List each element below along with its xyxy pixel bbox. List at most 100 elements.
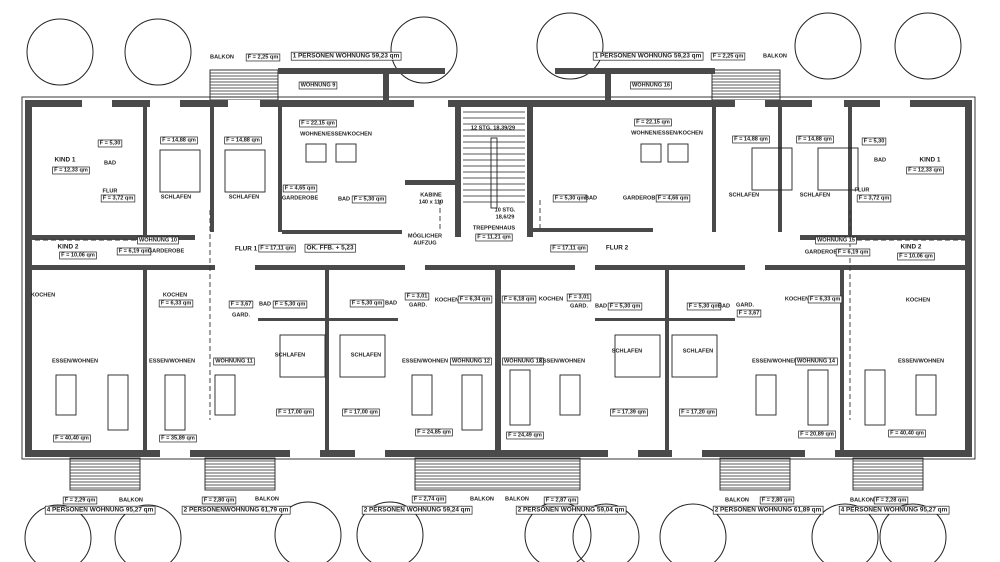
room-label: BAD <box>385 300 397 306</box>
room-label: BAD <box>585 195 597 201</box>
room-label: SCHLAFEN <box>800 192 830 198</box>
area-label: F = 17,11 qm <box>552 245 585 251</box>
furniture-item <box>411 374 433 416</box>
area-label: F = 35,89 qm <box>161 435 195 441</box>
unit-title: 2 PERSONEN WOHNUNG 61,89 qm <box>715 507 822 514</box>
label-box <box>351 195 387 204</box>
label-box <box>349 299 385 308</box>
area-label: F = 5,30 <box>100 140 121 146</box>
area-label: F = 24,85 qm <box>417 429 451 435</box>
label-box <box>550 244 588 253</box>
room-label: GARD. <box>736 302 754 308</box>
label-box <box>213 357 255 366</box>
room-label: GARD. <box>570 303 588 309</box>
label-box <box>861 137 887 146</box>
label-box <box>796 135 834 144</box>
area-label: F = 6,19 qm <box>119 248 150 254</box>
label-box <box>159 434 197 443</box>
area-label: F = 2,28 qm <box>876 497 907 503</box>
area-label: F = 22,15 qm <box>636 119 670 125</box>
label-box <box>276 408 314 417</box>
label-box <box>245 53 281 62</box>
room-label: SCHLAFEN <box>161 194 191 200</box>
room-label: ESSEN/WOHNEN <box>149 358 195 364</box>
label-box <box>897 252 935 261</box>
label-box <box>679 408 717 417</box>
area-label: F = 2,25 qm <box>713 53 744 59</box>
room-label: FLUR 1 <box>235 246 258 253</box>
unit-title: 2 PERSONEN WOHNUNG 59,04 qm <box>518 507 625 514</box>
label-box <box>873 496 909 505</box>
label-box <box>475 233 513 242</box>
label-box <box>450 357 492 366</box>
room-label: BAD <box>874 157 886 163</box>
unit-label: WOHNUNG 9 <box>301 82 336 88</box>
area-label: F = 2,74 qm <box>414 496 445 502</box>
label-box <box>710 52 746 61</box>
area-label: F = 2,29 qm <box>65 497 96 503</box>
label-box <box>201 496 237 505</box>
level-label: OK. FFB. + 5,23 <box>306 245 354 252</box>
label-box <box>807 295 843 304</box>
balcony <box>204 457 276 491</box>
room-label: SCHLAFEN <box>351 352 381 358</box>
area-label: F = 6,33 qm <box>161 300 192 306</box>
area-label: F = 10,06 qm <box>899 253 933 259</box>
unit-title: 1 PERSONEN WOHNUNG 59,23 qm <box>293 53 400 60</box>
unit-label: WOHNUNG 13 <box>504 358 542 364</box>
label-box <box>655 194 691 203</box>
area-label: F = 3,72 qm <box>103 195 134 201</box>
label-box <box>137 236 179 245</box>
area-label: F = 3,01 <box>569 294 590 300</box>
unit-label: WOHNUNG 12 <box>452 358 490 364</box>
label-box <box>712 505 824 515</box>
walls <box>21 68 976 460</box>
label-box <box>282 184 318 193</box>
label: BALKON <box>725 497 749 503</box>
label-box <box>835 248 871 257</box>
unit-label: WOHNUNG 10 <box>139 237 177 243</box>
label-box <box>457 295 493 304</box>
room-label: KIND 1 <box>920 157 941 164</box>
unit-title: 2 PERSONEN WOHNUNG 59,24 qm <box>364 507 471 514</box>
label-box <box>515 505 627 515</box>
label: BALKON <box>470 496 494 502</box>
label-box <box>304 243 356 253</box>
label-box <box>815 236 857 245</box>
room-label: KIND 2 <box>58 244 79 251</box>
label-box <box>44 505 156 515</box>
area-label: F = 17,11 qm <box>260 245 293 251</box>
balcony <box>414 457 581 491</box>
label-box <box>258 244 296 253</box>
label-box <box>404 292 430 301</box>
label-box <box>798 430 836 439</box>
furniture-item <box>305 143 327 163</box>
label: BALKON <box>505 496 529 502</box>
room-label: KOCHEN <box>785 296 809 302</box>
label: AUFZUG <box>413 240 436 246</box>
room-label: KIND 1 <box>55 157 76 164</box>
unit-title: 4 PERSONEN WOHNUNG 95,27 qm <box>47 507 154 514</box>
area-label: F = 2,80 qm <box>762 497 793 503</box>
room-label: TREPPENHAUS <box>473 225 516 231</box>
label-box <box>415 428 453 437</box>
area-label: F = 11,21 qm <box>477 234 510 240</box>
area-label: F = 14,88 qm <box>162 137 196 143</box>
room-label: BAD <box>718 303 730 309</box>
label: BALKON <box>255 496 279 502</box>
room-label: BAD <box>338 196 350 202</box>
labels: BALKON F = 2,25 qm 1 PERSONEN WOHNUNG 59… <box>31 51 950 515</box>
room-label: WOHNEN/ESSEN/KOCHEN <box>631 130 703 136</box>
label-box <box>630 81 672 90</box>
area-label: F = 17,00 qm <box>278 409 312 415</box>
room-label: KIND 2 <box>901 244 922 251</box>
room-label: ESSEN/WOHNEN <box>539 358 585 364</box>
room-label: FLUR 2 <box>606 245 629 252</box>
area-label: F = 4,65 qm <box>285 185 316 191</box>
label-box <box>224 136 262 145</box>
label-box <box>906 166 944 175</box>
furniture-item <box>335 143 357 163</box>
furniture-item <box>164 374 186 431</box>
room-label: ESSEN/WOHNEN <box>898 358 944 364</box>
unit-title: 1 PERSONEN WOHNUNG 59,23 qm <box>595 53 702 60</box>
